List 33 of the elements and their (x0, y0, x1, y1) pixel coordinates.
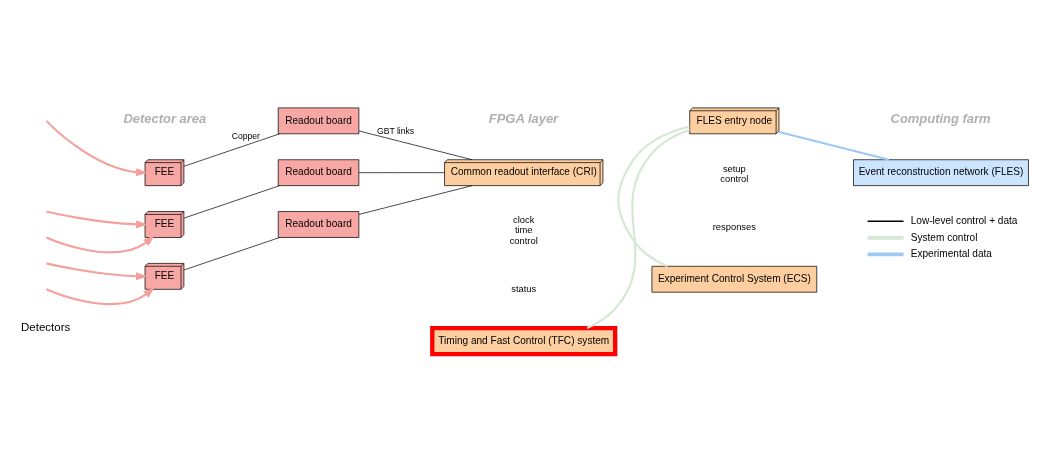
arrow (46, 262, 148, 281)
connector (617, 125, 690, 268)
legend-label: Low-level control + data (910, 214, 1018, 226)
connector (586, 128, 690, 330)
label: clock time control (509, 215, 538, 246)
arrow (45, 120, 148, 177)
arrow (46, 235, 155, 254)
connector (358, 172, 445, 174)
connector (358, 185, 473, 215)
node-box: Readout board (277, 107, 360, 135)
node-box: Timing and Fast Control (TFC) system (430, 326, 618, 357)
node-box: Event reconstruction network (FLES) (853, 159, 1029, 186)
legend-label: System control (910, 231, 978, 243)
connector (778, 130, 890, 161)
arrow (46, 210, 148, 229)
arrow (46, 287, 155, 306)
connector (183, 237, 280, 271)
label: FPGA layer (488, 111, 559, 127)
connector (183, 133, 280, 167)
connector (183, 185, 280, 219)
label: status (511, 283, 537, 294)
edge-label: GBT links (376, 126, 415, 137)
connector (358, 130, 473, 161)
label: responses (712, 221, 756, 232)
node-box: Experiment Control System (ECS) (651, 265, 818, 293)
label: Detector area (123, 111, 207, 127)
label: setup control (720, 163, 749, 184)
node-box: Readout board (277, 159, 360, 186)
label: Detectors (21, 320, 71, 333)
edge-label: Copper (231, 130, 260, 141)
legend-label: Experimental data (910, 248, 992, 260)
label: Computing farm (890, 111, 991, 127)
node-box: Readout board (277, 211, 360, 238)
